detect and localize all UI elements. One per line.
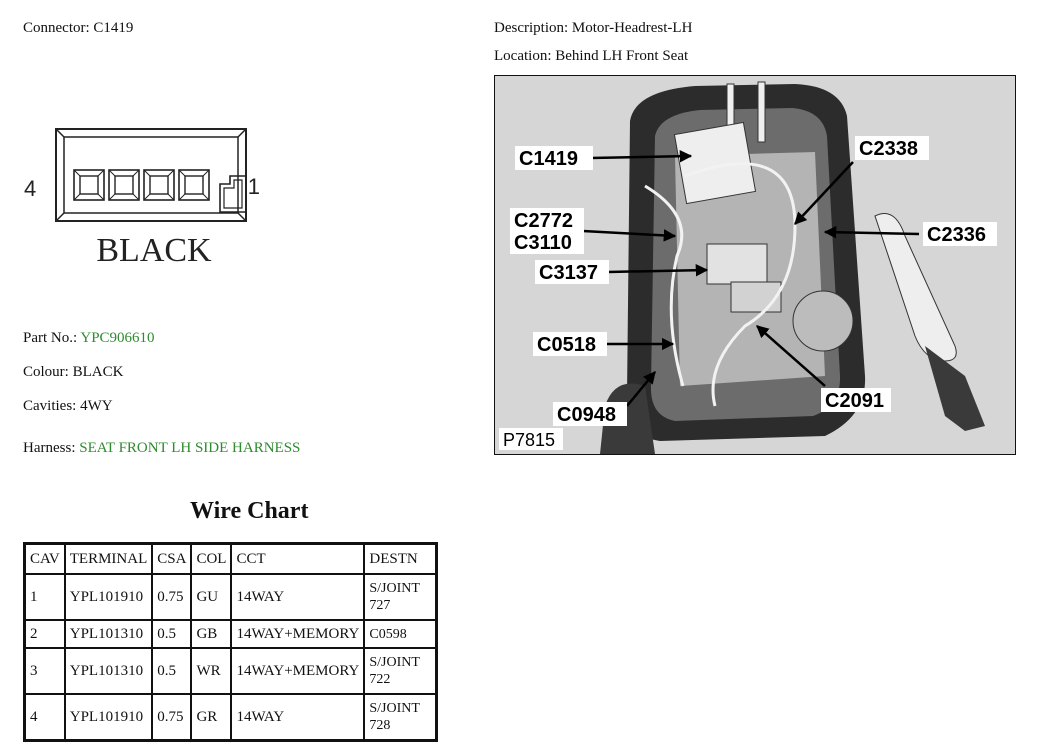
col-header-csa: CSA xyxy=(152,544,192,574)
connector-value: C1419 xyxy=(93,20,134,36)
connector-face-drawing: 4 1 BLACK xyxy=(24,128,260,269)
cell-cav: 3 xyxy=(25,648,65,694)
cell-destn: S/JOINT 727 xyxy=(364,574,437,620)
callout-label: C1419 xyxy=(519,148,578,170)
cell-cct: 14WAY+MEMORY xyxy=(231,648,365,694)
cell-destn: S/JOINT 722 xyxy=(364,648,437,694)
description-value: Motor-Headrest-LH xyxy=(571,20,693,36)
callout-label: C2338 xyxy=(859,138,918,160)
location-label: Location: xyxy=(494,48,552,64)
description-line: Description: Motor-Headrest-LH xyxy=(494,20,692,37)
colour-line: Colour: BLACK xyxy=(23,364,123,381)
cavity-4 xyxy=(73,169,105,201)
colour-label: Colour: xyxy=(23,364,69,380)
table-row: 3 YPL101310 0.5 WR 14WAY+MEMORY S/JOINT … xyxy=(25,648,437,694)
cell-cav: 1 xyxy=(25,574,65,620)
cavity-3 xyxy=(108,169,140,201)
col-header-destn: DESTN xyxy=(364,544,437,574)
location-photo: C1419 C2338 C2772 C3110 C2336 C3137 C051… xyxy=(494,75,1016,455)
connector-line: Connector: C1419 xyxy=(23,20,133,37)
cell-cct: 14WAY xyxy=(231,574,365,620)
harness-link[interactable]: SEAT FRONT LH SIDE HARNESS xyxy=(79,440,301,456)
wire-chart-title: Wire Chart xyxy=(190,498,309,524)
cell-cct: 14WAY+MEMORY xyxy=(231,620,365,648)
wire-chart-table: CAV TERMINAL CSA COL CCT DESTN 1 YPL1019… xyxy=(23,542,439,742)
callout-label: C3110 xyxy=(514,232,572,254)
cell-destn: S/JOINT 728 xyxy=(364,694,437,740)
cell-col: GB xyxy=(191,620,232,648)
cell-csa: 0.75 xyxy=(152,694,192,740)
part-no-label: Part No.: xyxy=(23,330,78,346)
table-row: 1 YPL101910 0.75 GU 14WAY S/JOINT 727 xyxy=(25,574,437,620)
callout-label: C2091 xyxy=(825,390,884,412)
cell-cav: 2 xyxy=(25,620,65,648)
callout-label: C2336 xyxy=(927,224,986,246)
callout-label: C3137 xyxy=(539,262,598,284)
callout-label: C0948 xyxy=(557,404,616,426)
harness-label: Harness: xyxy=(23,440,76,456)
cell-col: WR xyxy=(191,648,232,694)
colour-value: BLACK xyxy=(72,364,124,380)
location-value: Behind LH Front Seat xyxy=(555,48,689,64)
cavity-2 xyxy=(143,169,175,201)
pin-label-right: 1 xyxy=(248,174,260,199)
description-label: Description: xyxy=(494,20,569,36)
table-row: 4 YPL101910 0.75 GR 14WAY S/JOINT 728 xyxy=(25,694,437,740)
cell-cav: 4 xyxy=(25,694,65,740)
photo-ref-label: P7815 xyxy=(503,430,555,450)
col-header-terminal: TERMINAL xyxy=(64,544,153,574)
connector-colour-text: BLACK xyxy=(96,232,212,269)
harness-line: Harness: SEAT FRONT LH SIDE HARNESS xyxy=(23,440,300,457)
seat-illustration: C1419 C2338 C2772 C3110 C2336 C3137 C051… xyxy=(495,76,1015,454)
part-no-link[interactable]: YPC906610 xyxy=(80,330,155,346)
cavity-1 xyxy=(178,169,210,201)
latch-shape xyxy=(219,175,247,213)
cell-terminal: YPL101310 xyxy=(64,648,153,694)
connector-label: Connector: xyxy=(23,20,90,36)
location-line: Location: Behind LH Front Seat xyxy=(494,48,688,65)
wire-chart-header-row: CAV TERMINAL CSA COL CCT DESTN xyxy=(25,544,437,574)
col-header-cct: CCT xyxy=(231,544,365,574)
cell-terminal: YPL101310 xyxy=(64,620,153,648)
part-no-line: Part No.: YPC906610 xyxy=(23,330,155,347)
cell-csa: 0.5 xyxy=(152,620,192,648)
cell-csa: 0.75 xyxy=(152,574,192,620)
cell-col: GR xyxy=(191,694,232,740)
table-row: 2 YPL101310 0.5 GB 14WAY+MEMORY C0598 xyxy=(25,620,437,648)
cell-col: GU xyxy=(191,574,232,620)
pin-label-left: 4 xyxy=(24,176,36,201)
cell-csa: 0.5 xyxy=(152,648,192,694)
col-header-col: COL xyxy=(191,544,232,574)
callout-label: C0518 xyxy=(537,334,596,356)
cavities-line: Cavities: 4WY xyxy=(23,398,113,415)
cavities-value: 4WY xyxy=(80,398,113,414)
cavities-label: Cavities: xyxy=(23,398,77,414)
col-header-cav: CAV xyxy=(25,544,65,574)
cell-terminal: YPL101910 xyxy=(64,694,153,740)
cell-terminal: YPL101910 xyxy=(64,574,153,620)
cell-destn: C0598 xyxy=(364,620,437,648)
callout-label: C2772 xyxy=(514,210,573,232)
cell-cct: 14WAY xyxy=(231,694,365,740)
